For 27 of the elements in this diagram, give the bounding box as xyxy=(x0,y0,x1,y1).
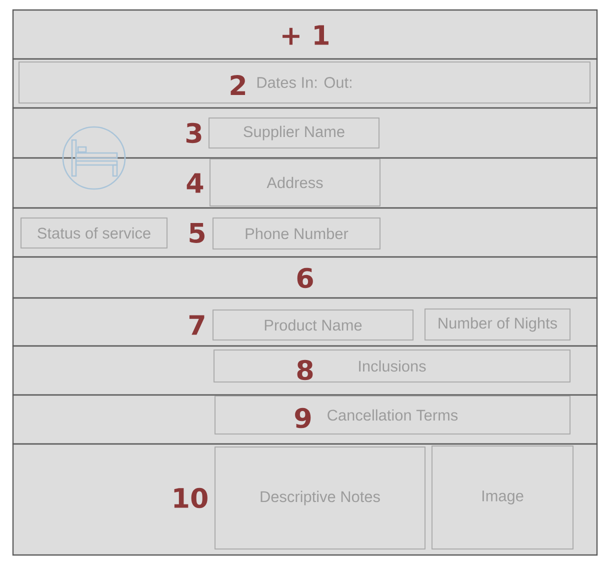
form-row xyxy=(12,9,598,60)
field-box: Product Name xyxy=(212,310,414,340)
callout-number: 5 xyxy=(190,223,204,243)
field-box: Supplier Name xyxy=(208,118,380,148)
callout-number: 8 xyxy=(297,360,313,380)
callout-number: + 1 xyxy=(282,25,328,45)
form-row xyxy=(12,107,598,159)
field-box: Address xyxy=(210,158,380,206)
form-row xyxy=(12,345,598,396)
callout-number: 9 xyxy=(295,408,311,428)
form-row xyxy=(12,256,598,299)
form-row xyxy=(12,207,598,258)
image-field: Image xyxy=(432,446,574,550)
callout-number: 3 xyxy=(186,122,202,144)
form-row xyxy=(12,394,598,445)
field-box: Number of Nights xyxy=(424,308,570,340)
callout-number: 10 xyxy=(174,488,208,508)
callout-number: 4 xyxy=(186,173,204,193)
field-box: Status of service xyxy=(20,218,168,248)
form-row xyxy=(12,157,598,209)
field-box: Descriptive Notes xyxy=(214,446,426,550)
form-row xyxy=(12,297,598,347)
callout-number: 7 xyxy=(189,315,204,335)
callout-number: 6 xyxy=(297,268,313,288)
field-box: Phone Number xyxy=(212,218,380,250)
callout-number: 2 xyxy=(230,75,246,95)
form-row xyxy=(12,58,598,109)
